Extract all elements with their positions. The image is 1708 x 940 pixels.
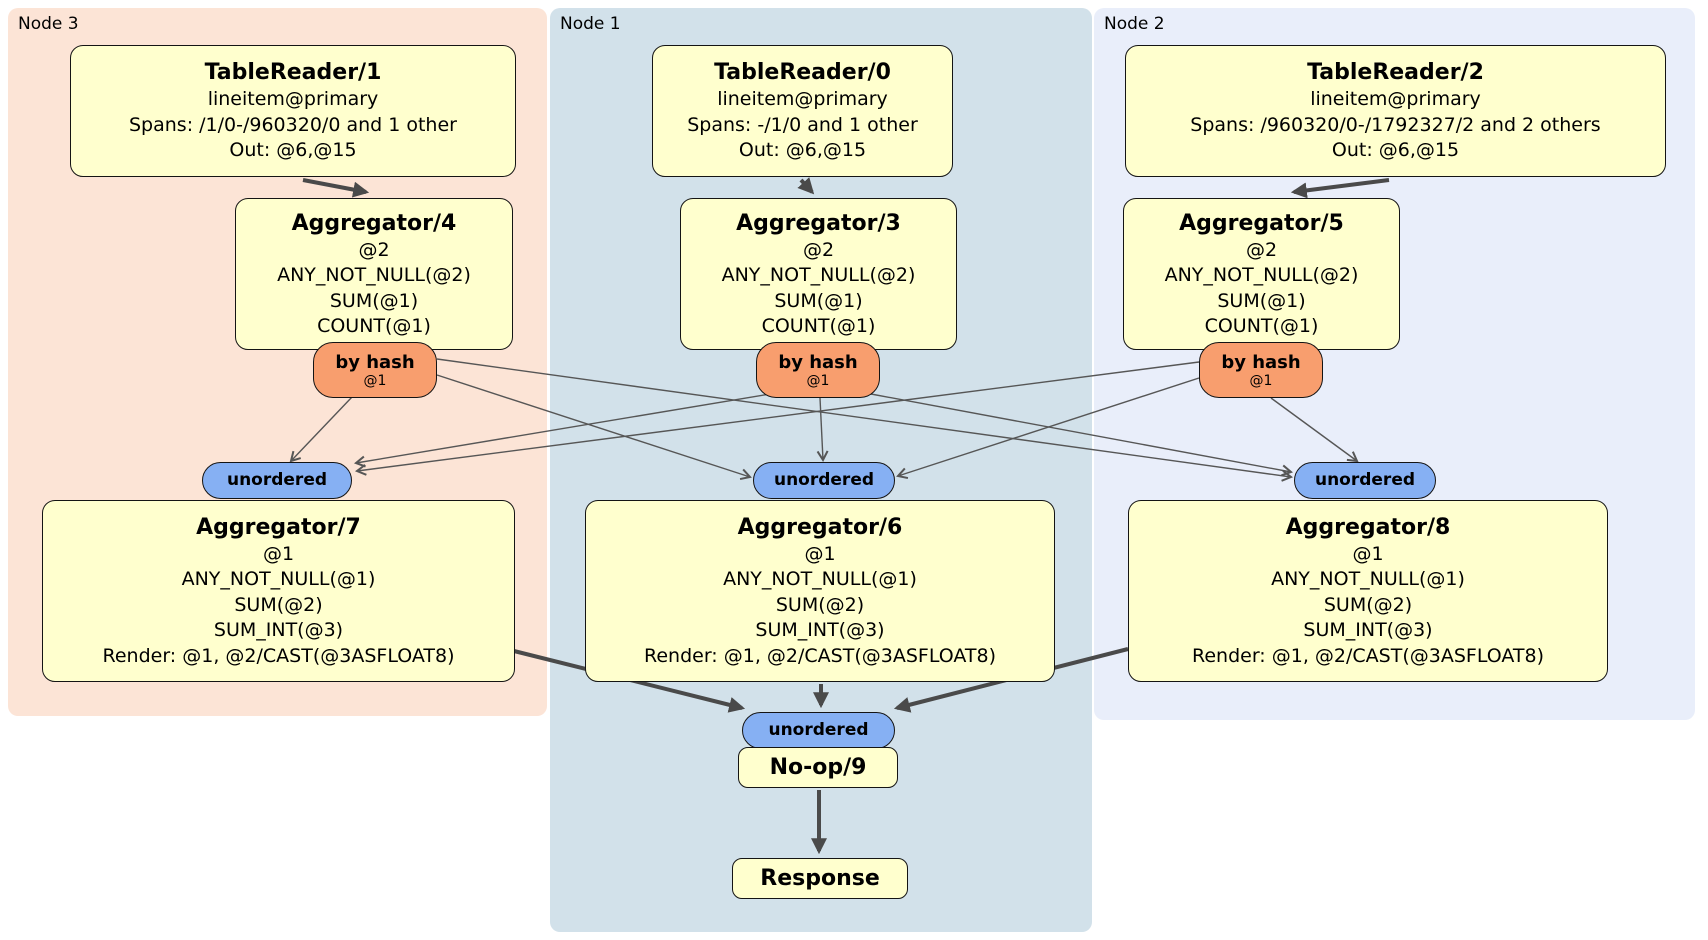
processor-detail: @1 [804,542,836,565]
processor-aggregator-7: Aggregator/7 @1 ANY_NOT_NULL(@1) SUM(@2)… [42,500,515,682]
processor-tablereader-1: TableReader/1 lineitem@primary Spans: /1… [70,45,516,177]
processor-title: Aggregator/5 [1179,210,1344,236]
edge-byhash5-unordered7 [354,361,1200,476]
processor-detail: SUM_INT(@3) [755,619,885,642]
stream-label: unordered [226,470,328,490]
processor-detail: ANY_NOT_NULL(@1) [723,568,917,591]
processor-detail: Out: @6,@15 [738,139,867,162]
response-node: Response [732,858,908,899]
router-label: by hash [1221,351,1301,373]
processor-title: Aggregator/8 [1285,514,1451,540]
processor-detail: SUM(@2) [775,593,865,616]
edge-tablereader2-aggregator5 [1290,178,1390,199]
processor-detail: Spans: -/1/0 and 1 other [687,113,918,136]
edge-byhash4-unordered6 [436,374,752,481]
processor-detail: ANY_NOT_NULL(@1) [181,568,376,591]
processor-noop-9: No-op/9 [738,747,898,788]
processor-title: No-op/9 [769,755,867,780]
stream-label: unordered [1314,470,1416,490]
processor-detail: ANY_NOT_NULL(@1) [1271,568,1465,591]
processor-detail: @1 [1352,542,1384,565]
node1-region-label: Node 1 [560,14,621,34]
processor-detail: @2 [802,238,835,261]
router-by-hash-5: by hash @1 [1199,342,1323,398]
router-columns: @1 [363,372,387,389]
processor-detail: Render: @1, @2/CAST(@3ASFLOAT8) [1192,644,1544,667]
processor-title: TableReader/1 [204,60,382,86]
processor-detail: ANY_NOT_NULL(@2) [1164,264,1359,286]
processor-title: Aggregator/6 [737,514,903,540]
processor-detail: lineitem@primary [717,88,888,111]
router-stream-edges [289,358,1359,482]
router-by-hash-3: by hash @1 [756,342,880,398]
processor-detail: @1 [262,542,295,565]
processor-tablereader-0: TableReader/0 lineitem@primary Spans: -/… [652,45,953,177]
processor-detail: SUM(@1) [774,289,863,312]
processor-detail: SUM(@1) [329,289,419,312]
processor-detail: Spans: /960320/0-/1792327/2 and 2 others [1190,113,1601,136]
stream-unordered-7: unordered [202,462,352,499]
processor-detail: SUM(@2) [234,593,323,616]
router-columns: @1 [1249,372,1273,389]
processor-aggregator-4: Aggregator/4 @2 ANY_NOT_NULL(@2) SUM(@1)… [235,198,513,350]
processor-detail: SUM(@2) [1323,593,1413,616]
edge-byhash4-unordered8 [436,358,1294,482]
processor-detail: @2 [1245,238,1278,261]
stream-unordered-9: unordered [742,712,895,749]
edge-byhash4-unordered7 [289,396,353,463]
edge-byhash3-unordered7 [353,393,771,468]
processor-detail: SUM_INT(@3) [213,619,344,642]
processor-aggregator-3: Aggregator/3 @2 ANY_NOT_NULL(@2) SUM(@1)… [680,198,957,350]
processor-detail: Out: @6,@15 [1331,139,1460,162]
processor-detail: @2 [358,238,390,261]
processor-title: Aggregator/7 [196,514,361,540]
edge-byhash5-unordered8 [1270,397,1359,463]
edge-tablereader0-aggregator3 [797,177,815,195]
edge-tablereader1-aggregator4 [302,178,370,198]
processor-title: TableReader/2 [1307,60,1484,86]
processor-aggregator-6: Aggregator/6 @1 ANY_NOT_NULL(@1) SUM(@2)… [585,500,1055,682]
processor-detail: lineitem@primary [207,88,379,111]
processor-detail: Out: @6,@15 [229,139,357,162]
router-columns: @1 [806,372,830,389]
stream-unordered-6: unordered [753,462,895,499]
processor-detail: Render: @1, @2/CAST(@3ASFLOAT8) [102,644,455,667]
processor-aggregator-8: Aggregator/8 @1 ANY_NOT_NULL(@1) SUM(@2)… [1128,500,1608,682]
processor-detail: COUNT(@1) [761,315,876,337]
processor-detail: Spans: /1/0-/960320/0 and 1 other [129,113,457,136]
processor-detail: COUNT(@1) [317,315,431,337]
processor-title: Aggregator/4 [291,210,457,236]
processor-title: Aggregator/3 [736,210,901,236]
router-label: by hash [778,351,858,373]
processor-detail: SUM(@1) [1217,289,1306,312]
node2-region-label: Node 2 [1104,14,1165,34]
router-by-hash-4: by hash @1 [313,342,437,398]
edge-byhash3-unordered8 [870,393,1293,477]
processor-aggregator-5: Aggregator/5 @2 ANY_NOT_NULL(@2) SUM(@1)… [1123,198,1400,350]
processor-detail: ANY_NOT_NULL(@2) [277,264,471,286]
edge-byhash3-unordered6 [816,397,829,463]
processor-tablereader-2: TableReader/2 lineitem@primary Spans: /9… [1125,45,1666,177]
edge-byhash5-unordered6 [896,377,1200,480]
stream-label: unordered [773,470,875,490]
processor-detail: ANY_NOT_NULL(@2) [721,264,916,286]
processor-detail: lineitem@primary [1310,88,1481,111]
router-label: by hash [335,351,415,373]
processor-detail: SUM_INT(@3) [1303,619,1433,642]
processor-title: Response [760,866,880,891]
stream-label: unordered [768,720,869,740]
node3-region-label: Node 3 [18,14,79,34]
processor-title: TableReader/0 [714,60,891,86]
stream-unordered-8: unordered [1294,462,1436,499]
processor-detail: COUNT(@1) [1204,315,1319,337]
processor-detail: Render: @1, @2/CAST(@3ASFLOAT8) [644,644,996,667]
